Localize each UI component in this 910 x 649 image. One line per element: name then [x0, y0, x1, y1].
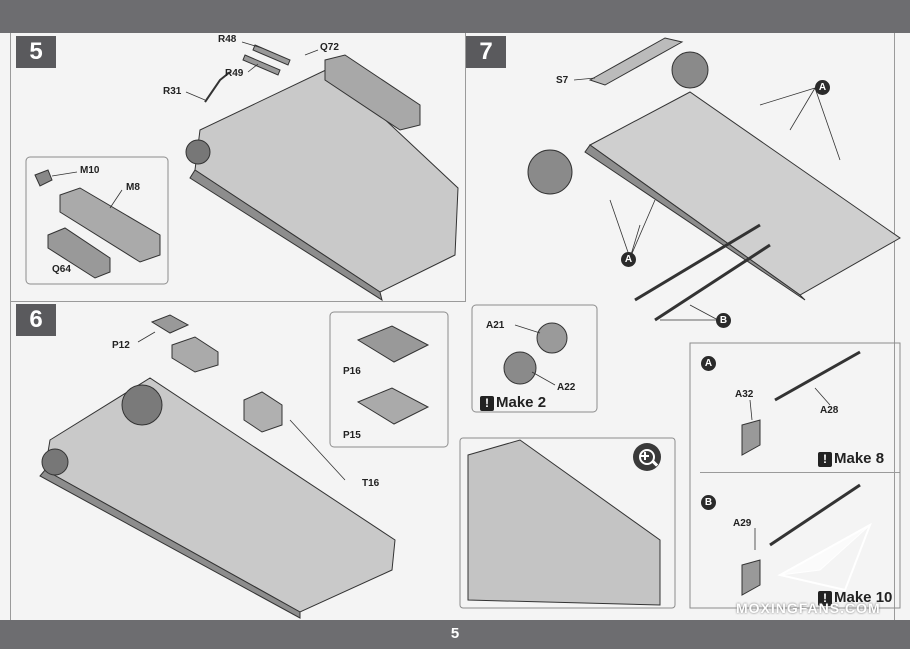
- divider-horizontal-left: [10, 301, 466, 302]
- sub-a-part-a32: [741, 419, 761, 456]
- step7-part-a22: [503, 351, 537, 385]
- label-a21: A21: [486, 320, 505, 331]
- sub-b-part-a29-arm: [741, 559, 761, 596]
- label-a29: A29: [733, 518, 752, 529]
- label-q72: Q72: [320, 42, 339, 53]
- label-t16: T16: [362, 478, 380, 489]
- leader-s7: [573, 77, 596, 81]
- leader-m10: [51, 171, 78, 177]
- label-m10: M10: [80, 165, 100, 176]
- sub-a-badge: A: [701, 356, 716, 371]
- bottom-band: [0, 620, 910, 649]
- make-8-note: !Make 8: [818, 450, 884, 467]
- leader-r48: [241, 41, 263, 49]
- label-q64: Q64: [52, 264, 71, 275]
- exclamation-icon: !: [818, 452, 832, 467]
- step5-hull-side: [189, 169, 383, 302]
- make-8-text: Make 8: [834, 450, 885, 467]
- page-number: 5: [450, 625, 460, 642]
- sub-b-badge: B: [701, 495, 716, 510]
- label-a32: A32: [735, 389, 754, 400]
- sub-b-part-a29: [769, 483, 861, 547]
- leader-p12: [137, 331, 156, 343]
- make-10-note: !Make 10: [818, 589, 892, 606]
- step6-sprocket: [41, 448, 69, 476]
- step6-part-upper: [171, 336, 219, 373]
- leader-b: [660, 304, 719, 321]
- step5-part-q72: [324, 54, 421, 131]
- step5-sprocket: [185, 139, 211, 165]
- callout-a-bottom: A: [621, 252, 636, 267]
- frame-left: [10, 33, 11, 620]
- divider-sub-a-b: [700, 472, 900, 473]
- step6-part-t16: [243, 391, 283, 433]
- make-10-text: Make 10: [834, 589, 893, 606]
- step7-sprocket-left: [527, 149, 573, 195]
- step7-torsion-bar-1: [634, 223, 761, 302]
- make-2-note: !Make 2: [480, 394, 546, 411]
- label-p15: P15: [343, 430, 361, 441]
- leader-a28: [814, 387, 831, 406]
- step7-fender-s7: [588, 37, 684, 86]
- step5-part-r31: [204, 71, 231, 103]
- sub-ab-box: [689, 342, 901, 609]
- leader-r49: [247, 63, 259, 73]
- step7-sprocket-right: [671, 51, 709, 89]
- sub-a-part-a28: [774, 350, 861, 402]
- exclamation-icon: !: [480, 396, 494, 411]
- exclamation-icon: !: [818, 591, 832, 606]
- leader-q72: [304, 49, 319, 56]
- step6-hull-side: [39, 469, 301, 619]
- callout-b: B: [716, 313, 731, 328]
- step7-hull-side: [584, 144, 806, 301]
- label-p16: P16: [343, 366, 361, 377]
- step-5-badge: 5: [16, 36, 56, 68]
- step6-part-p16: [356, 325, 430, 363]
- label-r31: R31: [163, 86, 182, 97]
- step5-part-m8: [59, 187, 161, 263]
- label-s7: S7: [556, 75, 569, 86]
- leader-a-top: [759, 87, 841, 161]
- callout-a-top: A: [815, 80, 830, 95]
- leader-m8: [109, 189, 123, 209]
- divider-vertical: [465, 33, 466, 301]
- step5-part-r48: [252, 44, 291, 66]
- leader-t16: [289, 419, 346, 481]
- label-a28: A28: [820, 405, 839, 416]
- leader-r31: [185, 91, 206, 101]
- leader-a32: [749, 399, 753, 421]
- step5-part-r49: [242, 54, 281, 76]
- step7-torsion-bar-2: [654, 243, 771, 322]
- leader-a21: [514, 324, 541, 334]
- step5-part-m10: [34, 169, 53, 187]
- zoom-detail-hull: [467, 439, 661, 606]
- label-m8: M8: [126, 182, 140, 193]
- step7-part-a21: [536, 322, 568, 354]
- step5-part-q64: [47, 227, 111, 279]
- label-p12: P12: [112, 340, 130, 351]
- label-a22: A22: [557, 382, 576, 393]
- label-r48: R48: [218, 34, 237, 45]
- make-2-text: Make 2: [496, 394, 547, 411]
- frame-right: [894, 33, 895, 620]
- watermark-text: MOXINGFANS.COM: [736, 600, 881, 616]
- zoom-in-icon: [633, 443, 661, 471]
- step6-idler: [121, 384, 163, 426]
- step6-part-p15: [356, 387, 430, 425]
- label-r49: R49: [225, 68, 244, 79]
- step6-part-p12: [150, 314, 190, 334]
- leader-a22: [531, 371, 556, 386]
- step-7-badge: 7: [466, 36, 506, 68]
- top-band: [0, 0, 910, 33]
- step-6-badge: 6: [16, 304, 56, 336]
